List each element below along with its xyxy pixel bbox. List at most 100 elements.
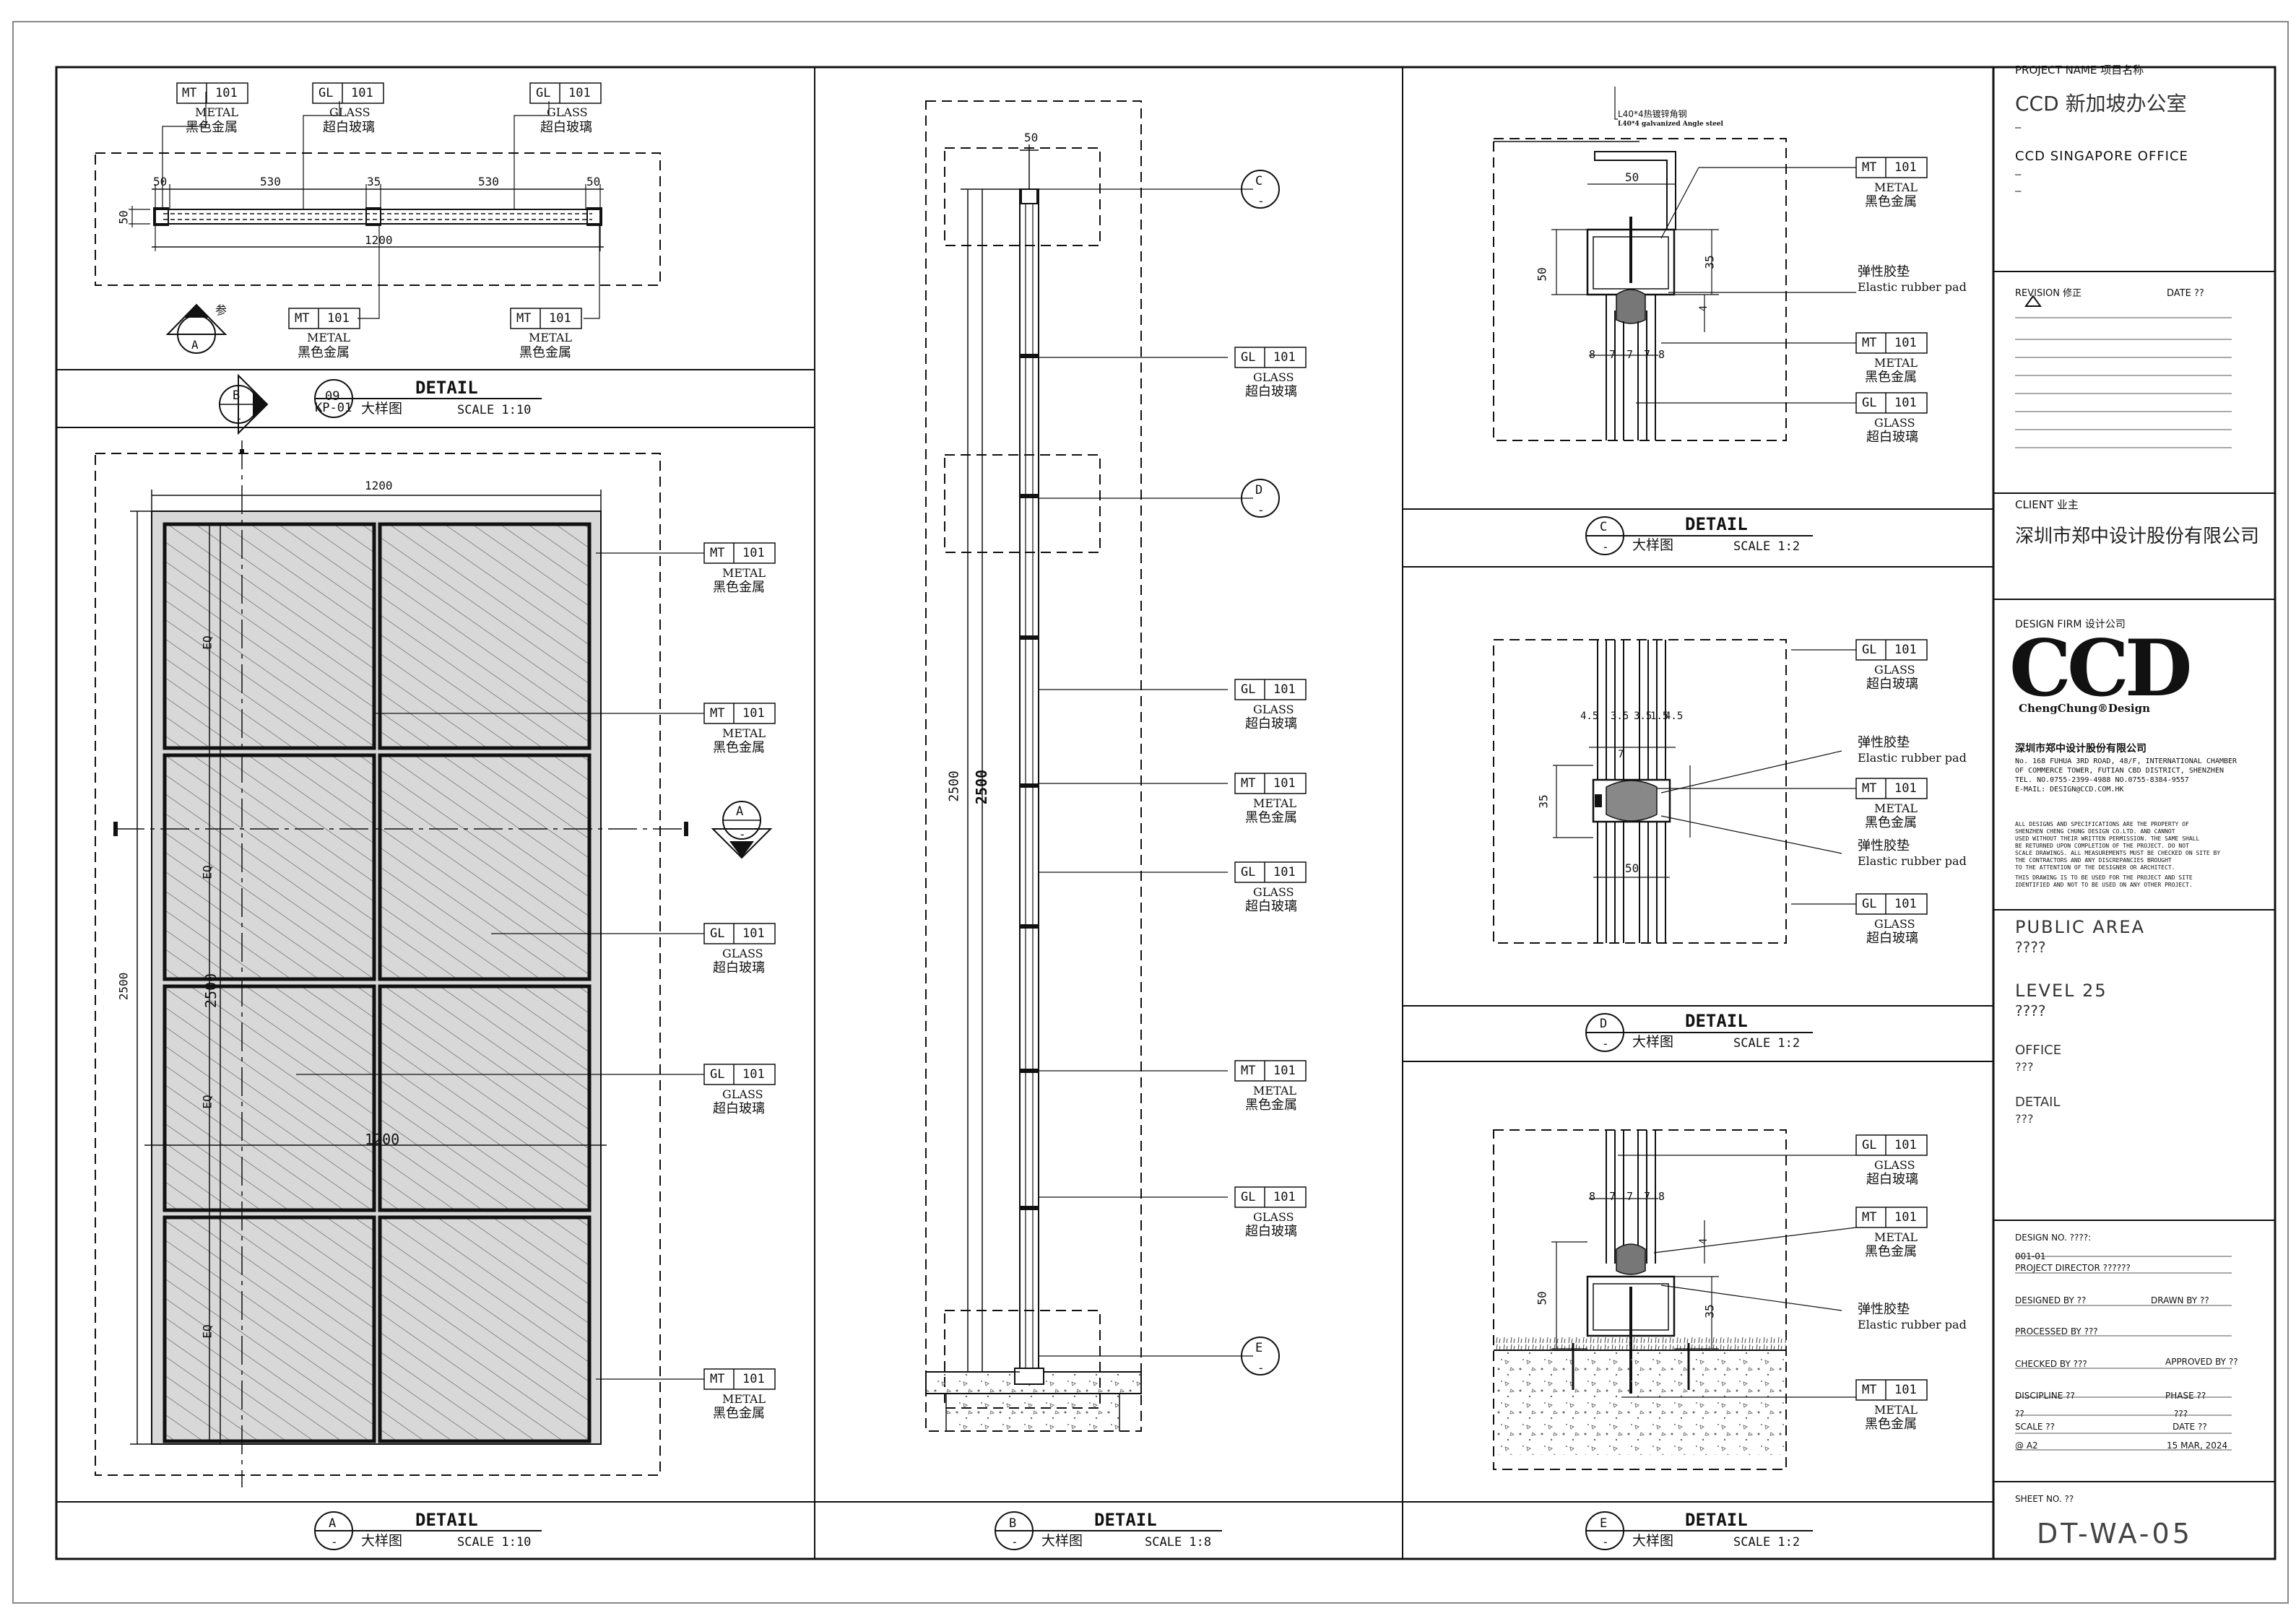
dim-text: 50 xyxy=(116,210,131,225)
dim-text: 50 xyxy=(1625,861,1639,875)
tag-en: METAL xyxy=(307,331,351,344)
tag-cn: 超白玻璃 xyxy=(1866,931,1918,946)
tag-cn: 黑色金属 xyxy=(298,345,350,360)
dim-text: 2500 xyxy=(946,770,962,802)
level-label: LEVEL 25 xyxy=(2015,981,2107,1001)
tag-cn: 超白玻璃 xyxy=(1866,430,1918,445)
pad-en: Elastic rubber pad xyxy=(1858,751,1967,765)
title-cn: 大样图 xyxy=(1041,1533,1083,1549)
dim-text: 7 xyxy=(1644,348,1651,361)
tag-en: GLASS xyxy=(1874,1158,1915,1172)
scale-label: SCALE ?? xyxy=(2015,1422,2055,1432)
sheet-no-label: SHEET NO. ?? xyxy=(2015,1494,2074,1504)
title-ref: KP-01 xyxy=(315,401,352,415)
tag-code: GL xyxy=(1862,1138,1877,1152)
dim-text: 4 xyxy=(1698,1238,1710,1245)
tag-code: GL xyxy=(1241,350,1256,365)
title-scale: SCALE 1:2 xyxy=(1733,1036,1801,1051)
detail-value: ??? xyxy=(2015,1112,2034,1126)
title-cn: 大样图 xyxy=(1632,1533,1674,1549)
title-number: C xyxy=(1600,520,1608,534)
tag-cn: 黑色金属 xyxy=(1245,810,1297,825)
dim-text: 50 xyxy=(1625,170,1639,184)
title-cn: 大样图 xyxy=(361,401,403,417)
marker-label: E xyxy=(1255,1341,1263,1355)
title-scale: SCALE 1:10 xyxy=(457,403,532,417)
tag-num: 101 xyxy=(742,1067,765,1082)
dim-text: 1200 xyxy=(365,1131,400,1148)
title-cn: 大样图 xyxy=(1632,537,1674,553)
detail-label: DETAIL xyxy=(2015,1095,2061,1110)
detail-e-drawing xyxy=(1493,1129,1857,1470)
title-ref: - xyxy=(331,1535,338,1549)
tag-cn: 黑色金属 xyxy=(1245,1098,1297,1113)
tag-num: 101 xyxy=(1894,1383,1917,1397)
tag-cn: 超白玻璃 xyxy=(1866,677,1918,692)
title-ref: - xyxy=(1602,540,1609,554)
firm-address-line: E-MAIL: DESIGN@CCD.COM.HK xyxy=(2015,786,2124,794)
tag-cn: 超白玻璃 xyxy=(713,960,765,975)
tag-cn: 黑色金属 xyxy=(1865,370,1917,385)
dim-text: 7 xyxy=(1609,348,1616,361)
processed-by: PROCESSED BY ??? xyxy=(2015,1326,2098,1337)
tag-cn: 黑色金属 xyxy=(713,1406,765,1421)
tag-code: GL xyxy=(1862,643,1877,657)
tag-en: METAL xyxy=(1874,1403,1918,1417)
angle-steel-cn: L40*4热镀锌角钢 xyxy=(1618,109,1687,119)
marker-label: A xyxy=(191,338,199,352)
detail-b-drawing xyxy=(925,100,1280,1432)
disclaimer-line: ALL DESIGNS AND SPECIFICATIONS ARE THE P… xyxy=(2015,821,2189,827)
dim-text: 4.5 xyxy=(1665,710,1684,722)
phase: PHASE ?? xyxy=(2165,1391,2206,1401)
firm-address-line: TEL. NO.0755-2399-4988 NO.0755-8384-9557 xyxy=(2015,776,2189,784)
title-cn: 大样图 xyxy=(361,1533,403,1549)
tag-num: 101 xyxy=(1273,350,1296,365)
title-number: B xyxy=(1009,1516,1017,1531)
tag-num: 101 xyxy=(1273,1064,1296,1078)
client-label: CLIENT 业主 xyxy=(2015,498,2079,511)
tag-num: 101 xyxy=(1894,336,1917,350)
date-label: DATE ?? xyxy=(2167,288,2204,299)
tag-en: METAL xyxy=(195,105,239,119)
design-no-label: DESIGN NO. ????: xyxy=(2015,1233,2092,1243)
dim-text: 1200 xyxy=(365,233,393,247)
tag-en: METAL xyxy=(722,726,766,740)
tag-cn: 超白玻璃 xyxy=(1245,899,1297,914)
tag-en: METAL xyxy=(529,331,573,344)
disclaimer-line: SHENZHEN CHENG CHUNG DESIGN CO.LTD. AND … xyxy=(2015,828,2175,835)
firm-logo: CCD xyxy=(2009,623,2193,714)
dim-text: EQ xyxy=(200,1095,215,1109)
tag-cn: 黑色金属 xyxy=(1865,815,1917,830)
title-number: 09 xyxy=(325,389,340,404)
material-tag-boxes xyxy=(176,82,1928,1401)
title-detail: DETAIL xyxy=(1685,514,1748,534)
disclaimer-line: USED WITHOUT THEIR WRITTEN PERMISSION. T… xyxy=(2015,835,2200,842)
date2-label: DATE ?? xyxy=(2172,1422,2207,1432)
tag-cn: 黑色金属 xyxy=(713,740,765,755)
tag-num: 101 xyxy=(1894,897,1917,911)
dim-text: 7 xyxy=(1609,1190,1616,1203)
tag-code: MT xyxy=(1862,336,1877,350)
design-no-value: 001-01 xyxy=(2015,1251,2046,1261)
dim-text: 8 xyxy=(1589,1190,1596,1203)
dim-text: 35 xyxy=(367,175,381,188)
level-value: ???? xyxy=(2015,1002,2046,1020)
paper-size: @ A2 xyxy=(2015,1440,2038,1451)
title-detail: DETAIL xyxy=(415,1510,478,1530)
drawn-by: DRAWN BY ?? xyxy=(2151,1295,2209,1305)
phase-value: ??? xyxy=(2174,1409,2188,1419)
tag-code: MT xyxy=(1862,160,1877,175)
date-value: 15 MAR, 2024 xyxy=(2167,1440,2228,1451)
revision-triangle-icon xyxy=(2024,295,2042,307)
tag-code: MT xyxy=(1862,781,1877,796)
tag-num: 101 xyxy=(1894,643,1917,657)
disclaimer-line: THE CONTRACTORS AND ANY DISCREPANCIES BR… xyxy=(2015,857,2172,864)
pad-cn: 弹性胶垫 xyxy=(1858,264,1910,279)
detail-09-drawing xyxy=(95,92,661,354)
tag-code: MT xyxy=(710,1372,725,1386)
tag-code: MT xyxy=(1862,1210,1877,1225)
title-scale: SCALE 1:8 xyxy=(1145,1535,1212,1550)
dim-text: 50 xyxy=(1535,1291,1549,1305)
tag-en: GLASS xyxy=(1874,663,1915,677)
tag-cn: 超白玻璃 xyxy=(323,120,375,135)
